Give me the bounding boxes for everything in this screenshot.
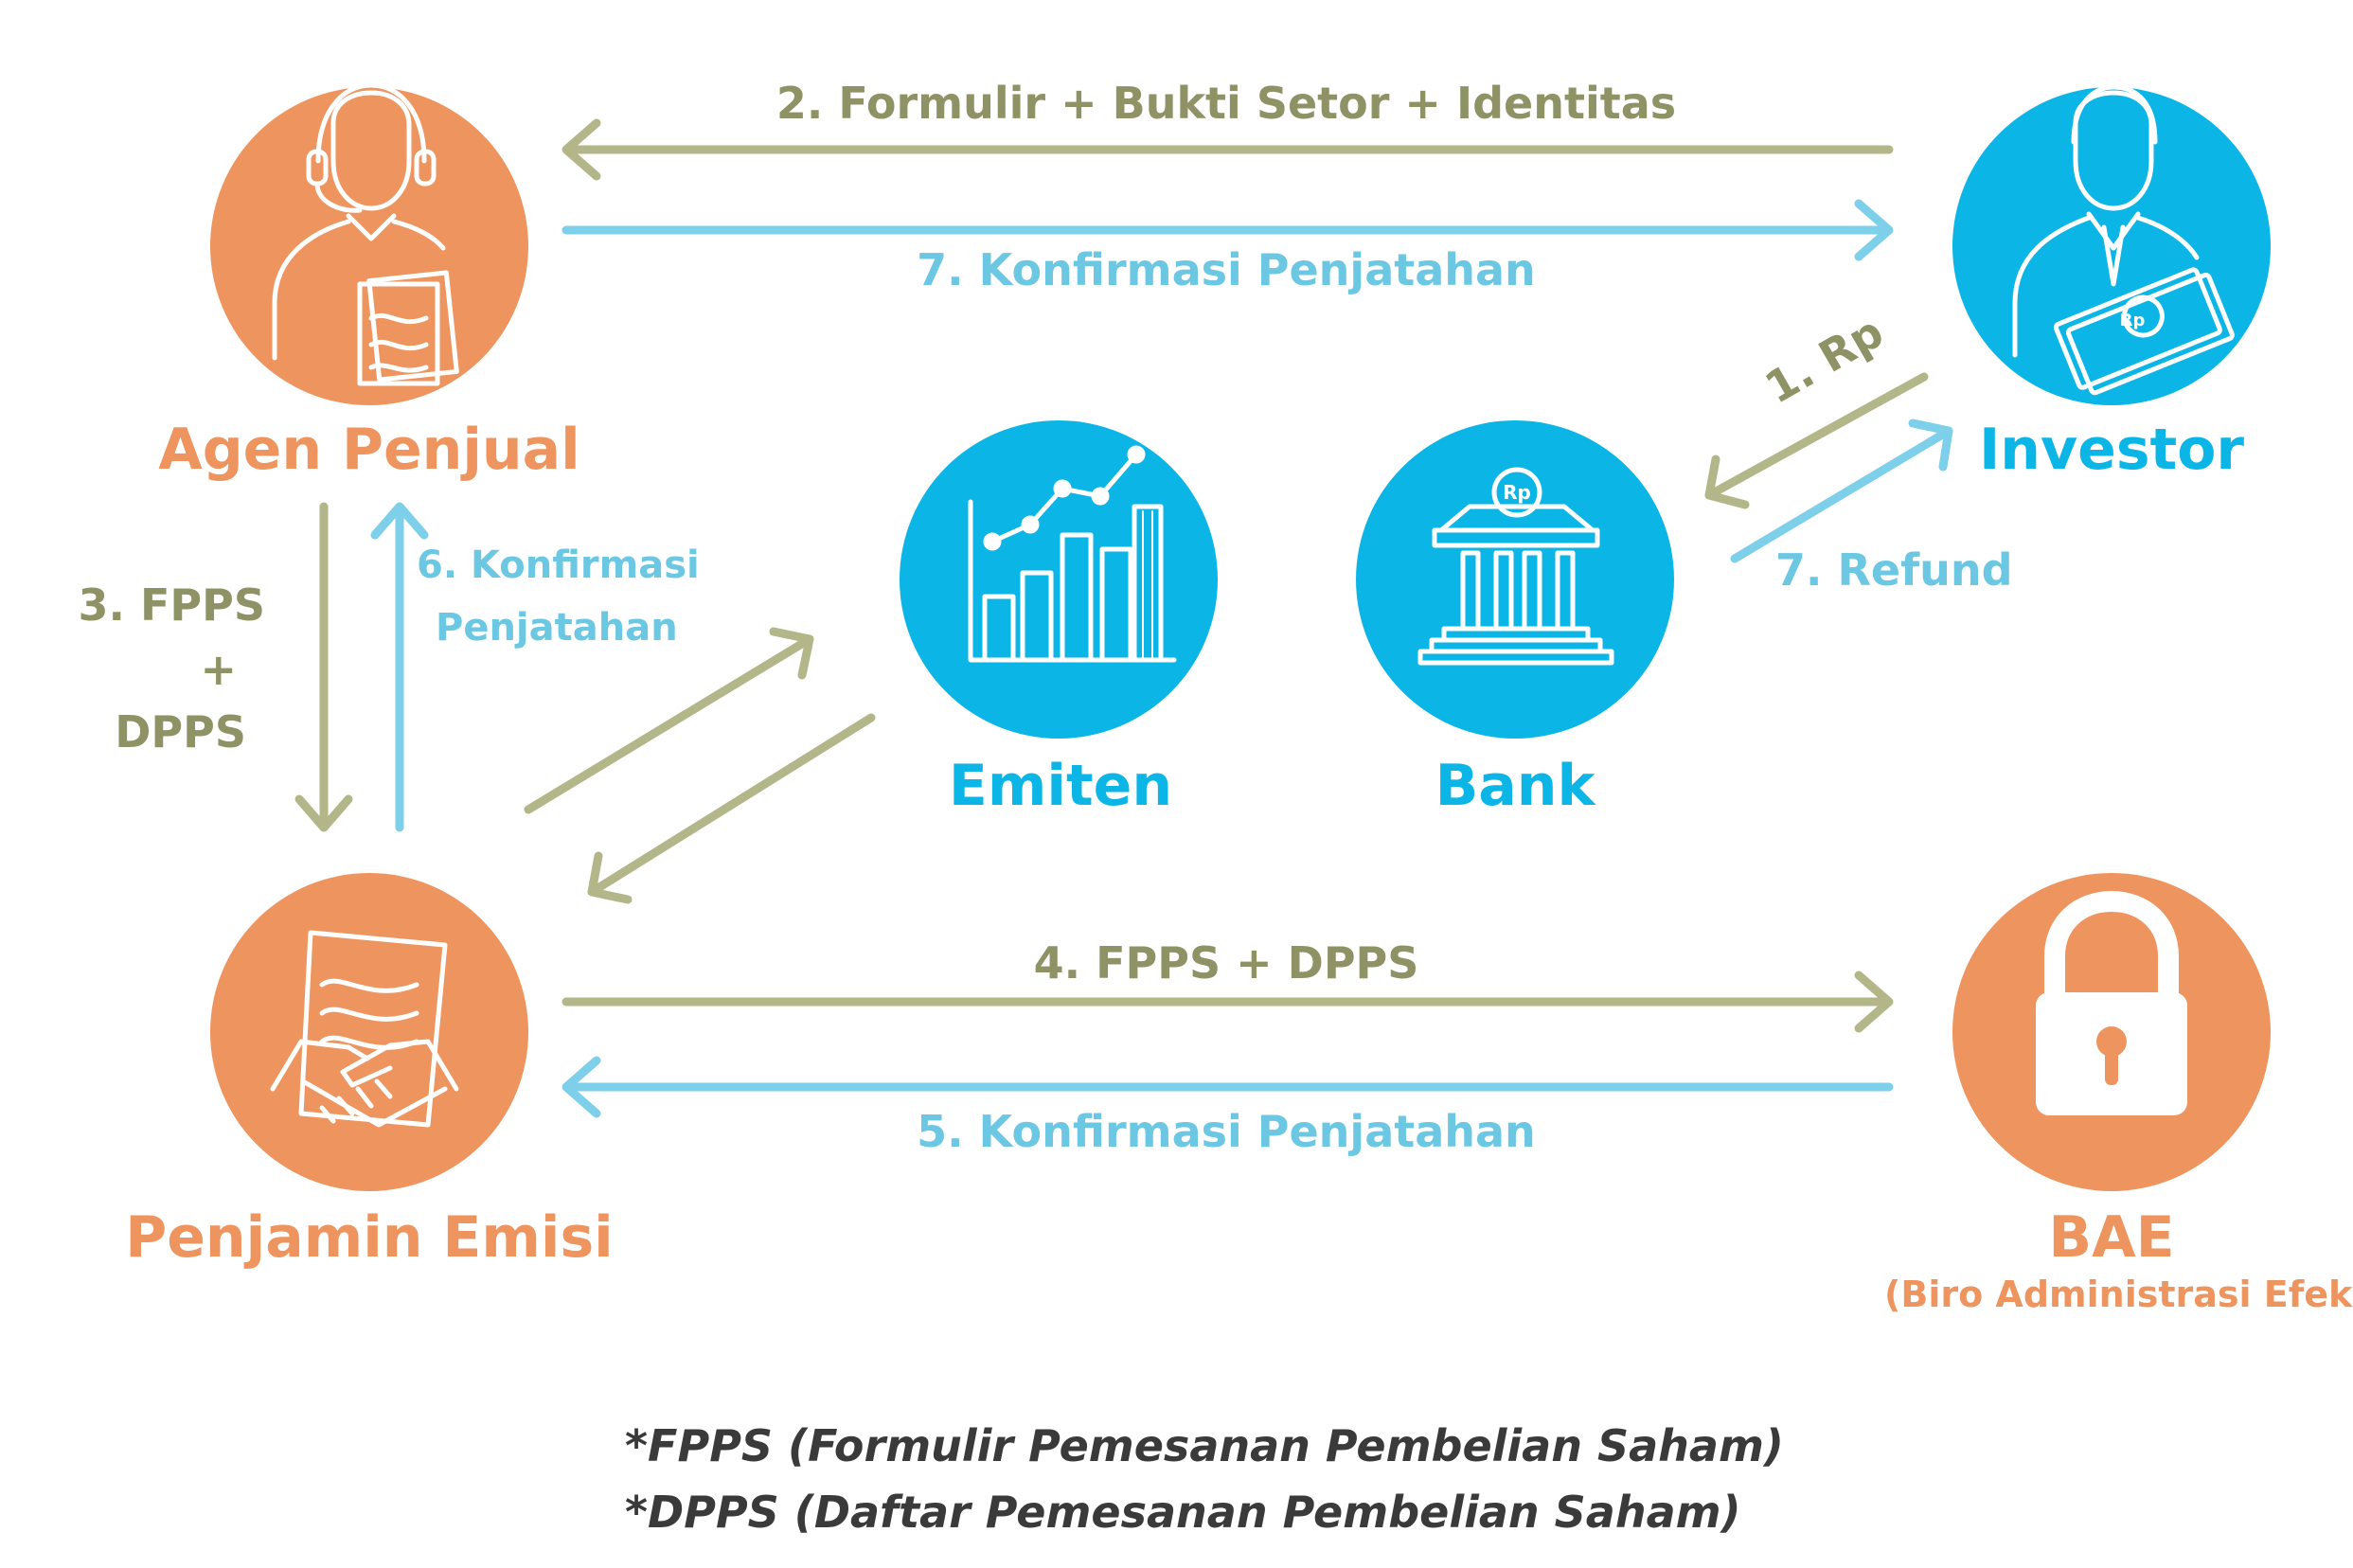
- bank-rp-badge: Rp: [1503, 481, 1531, 504]
- investor-rp-badge: Rp: [2120, 311, 2146, 330]
- node-agen-penjual: [210, 82, 528, 405]
- arrow-penjamin-to-emiten: [524, 627, 814, 814]
- node-emiten: [900, 420, 1218, 739]
- node-bank: Rp: [1356, 420, 1674, 739]
- footnote-fpps: *FPPS (Formulir Pemesanan Pembelian Saha…: [625, 1420, 1784, 1471]
- padlock-icon: [2036, 890, 2187, 1115]
- arrow-rp: [1704, 372, 1929, 509]
- arrow-fpps-dpps-right: [562, 971, 1894, 1033]
- bae-subtitle: (Biro Administrasi Efek): [1884, 1274, 2353, 1315]
- node-bae: [1952, 873, 2271, 1191]
- arrow-formulir: [562, 118, 1894, 181]
- edge-label-konfirmasi-investor: 7. Konfirmasi Penjatahan: [917, 244, 1536, 295]
- handshake-contract-icon: [270, 930, 459, 1128]
- edge-label-fpps-line2: +: [200, 644, 237, 695]
- edge-label-fpps-line3: DPPS: [115, 706, 246, 757]
- edge-label-fpps-dpps-right: 4. FPPS + DPPS: [1033, 937, 1419, 989]
- bae-label: BAE: [2048, 1204, 2175, 1271]
- edge-label-fpps-line1: 3. FPPS: [78, 579, 265, 631]
- node-penjamin-emisi: [210, 873, 528, 1191]
- arrow-konfirmasi-penjamin: [562, 1056, 1894, 1118]
- bank-building-icon: [1417, 467, 1614, 666]
- arrow-refund: [1730, 419, 1953, 563]
- penjamin-emisi-label: Penjamin Emisi: [125, 1204, 614, 1271]
- agent-headset-icon: [272, 82, 459, 386]
- edge-label-konfirmasi-penjamin: 5. Konfirmasi Penjatahan: [917, 1106, 1536, 1157]
- bank-label: Bank: [1435, 753, 1595, 819]
- arrow-fpps-dpps-down: [294, 502, 353, 832]
- investor-money-icon: [2012, 84, 2235, 396]
- bar-chart-icon: [968, 445, 1177, 663]
- edge-label-konfirmasi-up-line2: Penjatahan: [436, 606, 678, 650]
- edge-label-refund: 7. Refund: [1775, 544, 2013, 596]
- edge-label-formulir: 2. Formulir + Bukti Setor + Identitas: [775, 78, 1677, 129]
- emiten-label: Emiten: [948, 753, 1173, 819]
- agen-penjual-label: Agen Penjual: [158, 417, 580, 483]
- node-investor: Rp: [1952, 84, 2271, 405]
- footnote-dpps: *DPPS (Daftar Pemesanan Pembelian Saham): [625, 1487, 1741, 1538]
- edge-label-konfirmasi-up-line1: 6. Konfirmasi: [417, 543, 700, 587]
- arrow-konfirmasi-up: [370, 502, 429, 832]
- investor-label: Investor: [1978, 417, 2245, 483]
- arrow-konfirmasi-investor: [562, 199, 1894, 261]
- arrow-emiten-to-penjamin: [587, 713, 876, 904]
